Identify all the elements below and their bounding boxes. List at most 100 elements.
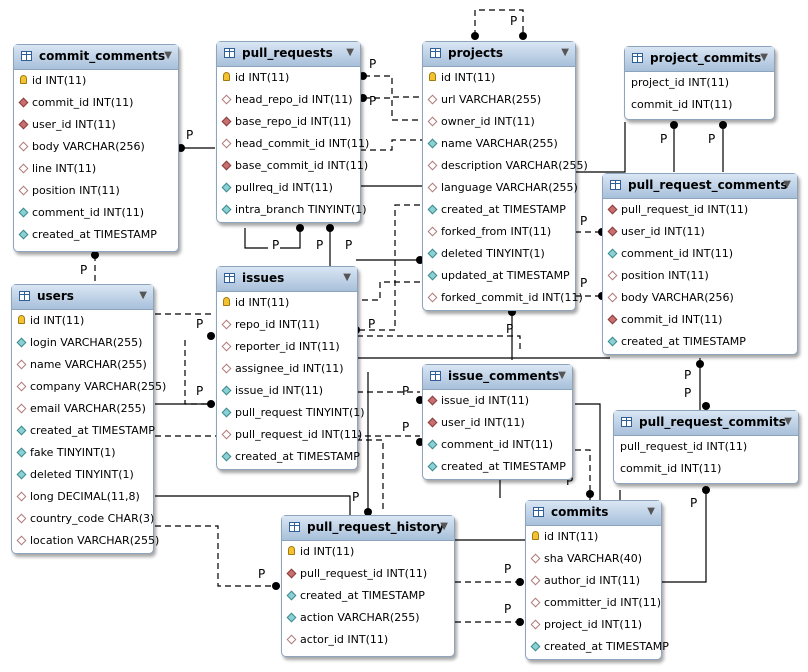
- field-row[interactable]: project_id INT(11): [526, 614, 661, 636]
- table-header[interactable]: commits▼: [526, 501, 661, 526]
- field-row[interactable]: country_code CHAR(3): [12, 508, 154, 530]
- field-row[interactable]: created_at TIMESTAMP: [282, 585, 454, 607]
- table-projects[interactable]: projects▼id INT(11)url VARCHAR(255)owner…: [422, 41, 588, 311]
- field-row[interactable]: id INT(11): [423, 67, 575, 89]
- field-row[interactable]: login VARCHAR(255): [12, 332, 153, 354]
- table-header[interactable]: pull_request_commits▼: [614, 411, 798, 436]
- field-row[interactable]: forked_from INT(11): [423, 221, 575, 243]
- field-row[interactable]: commit_id INT(11): [614, 458, 798, 480]
- field-row[interactable]: deleted TINYINT(1): [12, 464, 153, 486]
- collapse-arrow-icon[interactable]: ▼: [760, 52, 768, 63]
- table-header[interactable]: users▼: [12, 285, 153, 310]
- field-row[interactable]: comment_id INT(11): [423, 434, 572, 456]
- field-row[interactable]: intra_branch TINYINT(1): [217, 199, 367, 221]
- table-project-commits[interactable]: project_commits▼project_id INT(11)commit…: [624, 46, 775, 120]
- field-row[interactable]: id INT(11): [217, 67, 360, 89]
- field-row[interactable]: project_id INT(11): [625, 72, 774, 94]
- field-row[interactable]: pull_request_id INT(11): [282, 563, 454, 585]
- field-row[interactable]: head_commit_id INT(11): [217, 133, 369, 155]
- table-header[interactable]: issue_comments▼: [423, 365, 572, 390]
- table-header[interactable]: pull_request_history▼: [282, 516, 454, 541]
- field-row[interactable]: sha VARCHAR(40): [526, 548, 661, 570]
- table-header[interactable]: project_commits▼: [625, 47, 774, 72]
- table-header[interactable]: issues▼: [217, 267, 357, 292]
- field-row[interactable]: committer_id INT(11): [526, 592, 661, 614]
- field-row[interactable]: pull_request_id INT(11): [217, 424, 362, 446]
- field-row[interactable]: action VARCHAR(255): [282, 607, 454, 629]
- field-row[interactable]: pull_request_id INT(11): [614, 436, 798, 458]
- field-row[interactable]: commit_id INT(11): [14, 92, 178, 114]
- field-row[interactable]: reporter_id INT(11): [217, 336, 357, 358]
- field-row[interactable]: issue_id INT(11): [217, 380, 357, 402]
- field-row[interactable]: comment_id INT(11): [603, 243, 797, 265]
- table-commit-comments[interactable]: commit_comments▼id INT(11)commit_id INT(…: [13, 44, 179, 252]
- table-pull-request-commits[interactable]: pull_request_commits▼pull_request_id INT…: [613, 410, 799, 484]
- collapse-arrow-icon[interactable]: ▼: [783, 179, 791, 190]
- field-row[interactable]: position INT(11): [14, 180, 178, 202]
- field-row[interactable]: url VARCHAR(255): [423, 89, 575, 111]
- field-row[interactable]: user_id INT(11): [423, 412, 572, 434]
- table-header[interactable]: commit_comments▼: [14, 45, 178, 70]
- field-row[interactable]: name VARCHAR(255): [423, 133, 575, 155]
- field-row[interactable]: comment_id INT(11): [14, 202, 178, 224]
- field-row[interactable]: pull_request TINYINT(1): [217, 402, 365, 424]
- field-row[interactable]: created_at TIMESTAMP: [423, 199, 575, 221]
- table-header[interactable]: pull_requests▼: [217, 42, 360, 67]
- field-row[interactable]: base_commit_id INT(11): [217, 155, 368, 177]
- table-pull-request-history[interactable]: pull_request_history▼id INT(11)pull_requ…: [281, 515, 455, 657]
- field-row[interactable]: pullreq_id INT(11): [217, 177, 360, 199]
- field-row[interactable]: email VARCHAR(255): [12, 398, 153, 420]
- field-row[interactable]: fake TINYINT(1): [12, 442, 153, 464]
- field-row[interactable]: created_at TIMESTAMP: [14, 224, 178, 246]
- field-row[interactable]: id INT(11): [14, 70, 178, 92]
- field-row[interactable]: created_at TIMESTAMP: [526, 636, 669, 658]
- field-row[interactable]: description VARCHAR(255): [423, 155, 588, 177]
- collapse-arrow-icon[interactable]: ▼: [561, 47, 569, 58]
- table-header[interactable]: pull_request_comments▼: [603, 174, 797, 199]
- field-row[interactable]: id INT(11): [12, 310, 153, 332]
- table-issues[interactable]: issues▼id INT(11)repo_id INT(11)reporter…: [216, 266, 365, 470]
- field-row[interactable]: language VARCHAR(255): [423, 177, 578, 199]
- collapse-arrow-icon[interactable]: ▼: [343, 272, 351, 283]
- field-row[interactable]: commit_id INT(11): [603, 309, 797, 331]
- field-row[interactable]: position INT(11): [603, 265, 797, 287]
- field-row[interactable]: created_at TIMESTAMP: [12, 420, 155, 442]
- field-row[interactable]: head_repo_id INT(11): [217, 89, 360, 111]
- field-row[interactable]: created_at TIMESTAMP: [217, 446, 360, 468]
- field-row[interactable]: id INT(11): [282, 541, 454, 563]
- table-issue-comments[interactable]: issue_comments▼issue_id INT(11)user_id I…: [422, 364, 573, 480]
- field-row[interactable]: updated_at TIMESTAMP: [423, 265, 575, 287]
- collapse-arrow-icon[interactable]: ▼: [139, 290, 147, 301]
- collapse-arrow-icon[interactable]: ▼: [346, 47, 354, 58]
- collapse-arrow-icon[interactable]: ▼: [558, 370, 566, 381]
- collapse-arrow-icon[interactable]: ▼: [164, 50, 172, 61]
- field-row[interactable]: pull_request_id INT(11): [603, 199, 797, 221]
- field-row[interactable]: author_id INT(11): [526, 570, 661, 592]
- field-row[interactable]: line INT(11): [14, 158, 178, 180]
- field-row[interactable]: issue_id INT(11): [423, 390, 572, 412]
- field-row[interactable]: user_id INT(11): [14, 114, 178, 136]
- table-commits[interactable]: commits▼id INT(11)sha VARCHAR(40)author_…: [525, 500, 669, 660]
- field-row[interactable]: repo_id INT(11): [217, 314, 357, 336]
- table-header[interactable]: projects▼: [423, 42, 575, 67]
- field-row[interactable]: forked_commit_id INT(11): [423, 287, 583, 309]
- collapse-arrow-icon[interactable]: ▼: [440, 521, 448, 532]
- field-row[interactable]: name VARCHAR(255): [12, 354, 153, 376]
- field-row[interactable]: body VARCHAR(256): [603, 287, 797, 309]
- field-row[interactable]: actor_id INT(11): [282, 629, 454, 651]
- field-row[interactable]: created_at TIMESTAMP: [603, 331, 797, 353]
- collapse-arrow-icon[interactable]: ▼: [784, 416, 792, 427]
- field-row[interactable]: created_at TIMESTAMP: [423, 456, 572, 478]
- collapse-arrow-icon[interactable]: ▼: [647, 506, 655, 517]
- table-pull-request-comments[interactable]: pull_request_comments▼pull_request_id IN…: [602, 173, 798, 355]
- field-row[interactable]: deleted TINYINT(1): [423, 243, 575, 265]
- field-row[interactable]: base_repo_id INT(11): [217, 111, 360, 133]
- table-users[interactable]: users▼id INT(11)login VARCHAR(255)name V…: [11, 284, 166, 554]
- table-pull-requests[interactable]: pull_requests▼id INT(11)head_repo_id INT…: [216, 41, 369, 223]
- field-row[interactable]: assignee_id INT(11): [217, 358, 357, 380]
- field-row[interactable]: body VARCHAR(256): [14, 136, 178, 158]
- field-row[interactable]: id INT(11): [526, 526, 661, 548]
- field-row[interactable]: user_id INT(11): [603, 221, 797, 243]
- field-row[interactable]: id INT(11): [217, 292, 357, 314]
- field-row[interactable]: owner_id INT(11): [423, 111, 575, 133]
